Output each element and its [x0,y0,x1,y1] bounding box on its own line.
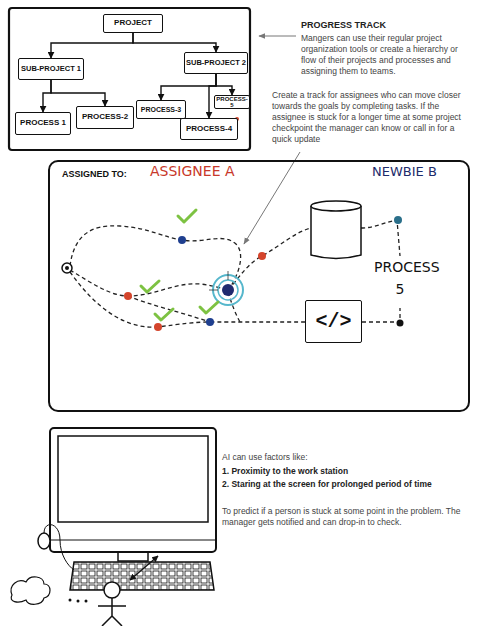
thought-dot [85,600,88,603]
note-text: AI can use factors like: [222,452,472,463]
callout-arrow [259,36,296,37]
hierarchy-frame [9,8,250,150]
process-box: PROCESS-4 [180,118,238,140]
assignment-frame: ASSIGNED TO: ASSIGNEE A NEWBIE B </> [48,160,470,412]
hierarchy-connector [161,74,216,100]
checkmark [178,210,196,222]
assignee-name: ASSIGNEE A [150,163,235,179]
note-text: Mangers can use their regular project or… [301,33,469,77]
checkpoint-dot [206,318,214,326]
callout-arrow [244,152,300,244]
subproject-box: SUB-PROJECT 1 [18,58,84,80]
track-path [70,226,241,289]
box-text: PROJECT [114,19,152,27]
stuck-target [218,280,238,300]
hierarchy-connector [43,80,51,112]
thought-dot [77,600,80,603]
checkpoint-dot [124,292,132,300]
track-path [128,296,210,322]
monitor-screen [58,436,208,522]
factor-item: 1. Proximity to the work station [222,466,472,477]
note-text: To predict if a person is stuck at some … [222,506,474,528]
checkpoint-dot [258,252,266,260]
box-text: </> [315,310,351,333]
start-point [62,263,72,273]
database-cylinder [311,201,361,211]
hierarchy-connector [216,74,232,95]
track-path [229,228,311,290]
checkmark [200,302,218,313]
track-path [70,270,228,296]
process-box: PROCESS-5 [214,95,250,109]
hierarchy-connector [51,80,105,106]
box-text: PROCESS-2 [82,113,128,121]
checkmark [141,281,159,292]
process-box: PROCESS-3 [136,100,186,119]
monitor [50,428,216,552]
process-label: PROCESS 5 [374,256,426,300]
assigned-label: ASSIGNED TO: [62,169,127,179]
checkmarks [141,210,218,320]
box-text: PROCESS-4 [186,125,232,133]
checkpoint-dot [394,216,402,224]
checkpoint-dot [154,323,162,331]
mouse-cable [44,525,74,570]
checkpoint-dot [178,236,186,244]
crosshair [209,290,218,291]
checkmark [155,309,173,320]
track-path [70,272,305,327]
subproject-box: SUB-PROJECT 2 [184,52,248,74]
factor-item: 2. Staring at the screen for prolonged p… [222,479,462,490]
box-text: PROCESS-3 [141,106,181,113]
box-text: PROCESS 1 [20,119,66,127]
track-path [228,292,240,322]
monitor-stand [118,552,148,561]
stuck-dot [222,284,234,296]
note-text: Create a track for assignees who can mov… [272,90,470,145]
thought-dot [69,599,72,602]
box-text: PROCESS-5 [215,96,249,109]
hierarchy-connector [209,74,216,118]
process-box: PROCESS 1 [15,112,71,135]
start-point [65,266,69,270]
box-text: SUB-PROJECT 2 [186,59,246,67]
checkpoint-dot [397,320,404,327]
keyboard [70,562,214,590]
hierarchy-connector [51,33,133,58]
mouse [38,533,50,549]
code-box: </> [305,300,362,343]
box-text: SUB-PROJECT 1 [21,65,81,73]
proximity-arrow [130,556,158,580]
person-body [98,598,126,626]
monitor-bezel [50,540,216,541]
database-cylinder [311,206,361,259]
newbie-name: NEWBIE B [372,164,437,179]
track-path [362,308,400,322]
person-head [104,582,120,598]
heading: PROGRESS TRACK [301,20,386,31]
hierarchy-connector [133,33,216,52]
process-box: PROCESS-2 [76,106,134,129]
thought-cloud [11,577,50,604]
project-box: PROJECT [103,14,163,33]
track-path [361,220,400,256]
crosshair [228,271,229,280]
